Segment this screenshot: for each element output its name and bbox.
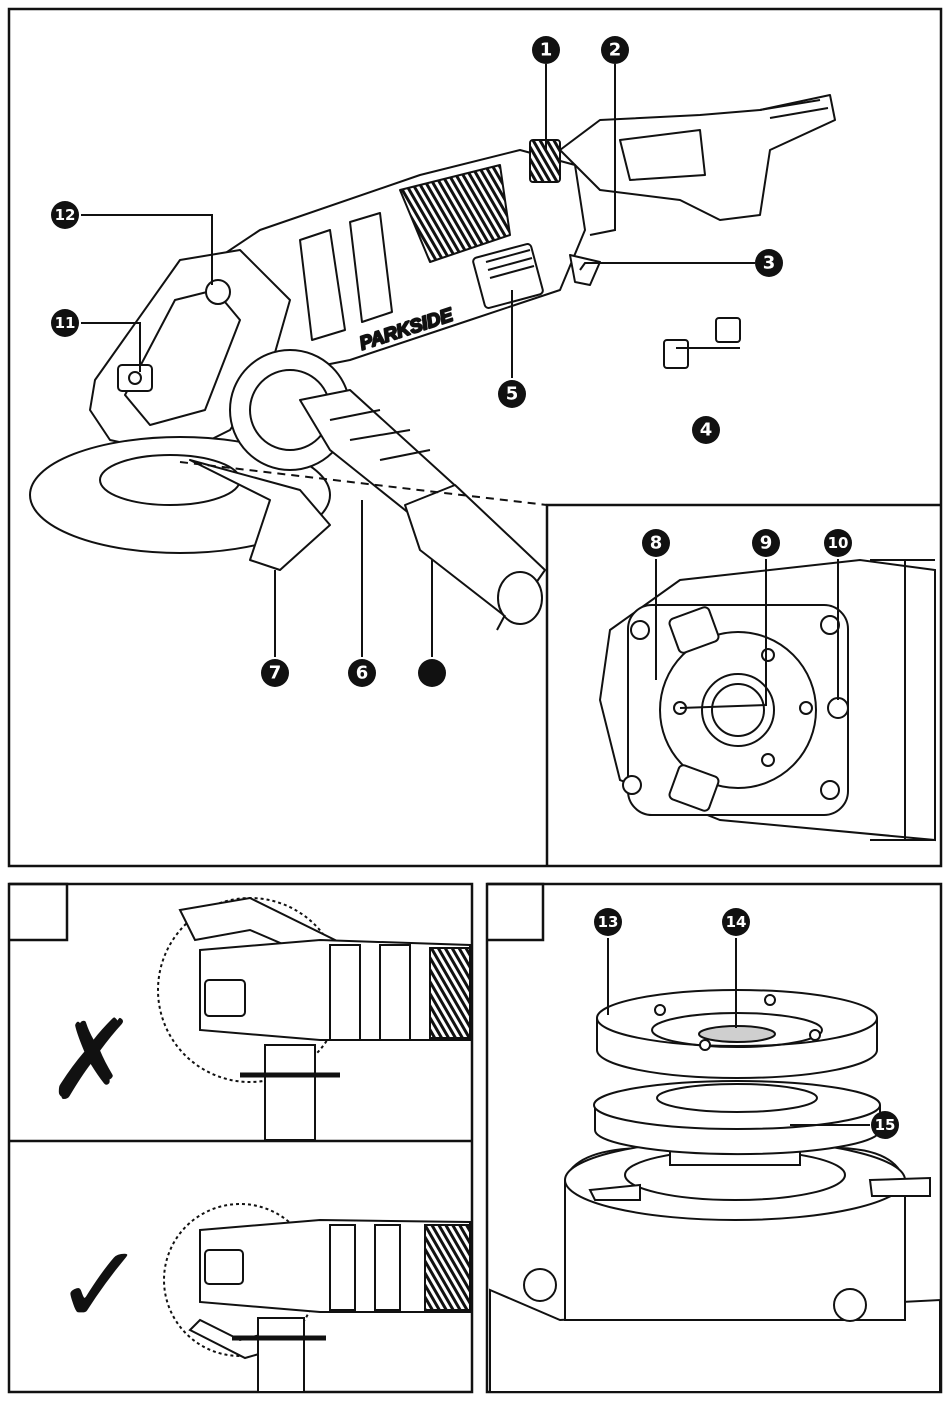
threaded-hole-right	[800, 702, 812, 714]
angle-grinder-drawing: PARKSIDE	[30, 95, 835, 630]
flange-nut-thread	[699, 1026, 775, 1042]
callout-4: 4	[692, 416, 720, 444]
callout-14-label: 14	[726, 913, 747, 931]
panel-a-drawings: ✗ ✓	[46, 898, 470, 1392]
callout-4-label: 4	[700, 420, 713, 441]
nut-hole-3	[810, 1030, 820, 1040]
callout-15: 15	[871, 1111, 899, 1139]
panel-b-drawings	[490, 990, 940, 1392]
spindle-lock-button	[206, 280, 230, 304]
callout-5-label: 5	[506, 384, 519, 405]
callout-1-label: 1	[540, 40, 553, 61]
callout-6: 6	[348, 659, 376, 687]
flange-detail	[600, 560, 935, 840]
callout-6-label: 6	[356, 663, 369, 684]
callout-unlabeled-dot	[418, 659, 446, 687]
right-lock-switch	[205, 1250, 243, 1284]
callout-9-label: 9	[760, 533, 773, 554]
right-aux-handle	[258, 1318, 304, 1392]
callout-13-label: 13	[598, 913, 619, 931]
nut-hole-1	[655, 1005, 665, 1015]
callout-12: 12	[51, 201, 79, 229]
callout-14: 14	[722, 908, 750, 936]
screw-top-left	[631, 621, 649, 639]
callout-12-label: 12	[55, 206, 76, 224]
callout-5: 5	[498, 380, 526, 408]
disc-hub	[100, 455, 240, 505]
callout-9: 9	[752, 529, 780, 557]
callout-13: 13	[594, 908, 622, 936]
carbon-brush-b	[716, 318, 740, 342]
handle-pin	[497, 615, 505, 630]
threaded-hole-top	[762, 649, 774, 661]
screw-left	[524, 1269, 556, 1301]
callout-2: 2	[601, 36, 629, 64]
callout-8: 8	[642, 529, 670, 557]
wrong-lock-switch	[205, 980, 245, 1016]
inner-flange	[594, 1081, 880, 1129]
callout-10: 10	[824, 529, 852, 557]
callout-10-label: 10	[828, 534, 849, 552]
callout-1: 1	[532, 36, 560, 64]
wrong-vents	[430, 948, 470, 1038]
wrong-mark: ✗	[46, 996, 138, 1124]
screw-bottom-left	[623, 776, 641, 794]
nut-hole-4	[700, 1040, 710, 1050]
screw-bottom-right	[821, 781, 839, 799]
nut-hole-2	[765, 995, 775, 1005]
screw-top-right	[821, 616, 839, 634]
lock-switch-dot	[129, 372, 141, 384]
right-vents	[425, 1225, 470, 1310]
screw-right	[834, 1289, 866, 1321]
threaded-hole-bottom	[762, 754, 774, 766]
callout-15-label: 15	[875, 1116, 896, 1134]
callout-2-label: 2	[609, 40, 622, 61]
panel-b-tab	[487, 884, 543, 940]
callout-8-label: 8	[650, 533, 663, 554]
leader-3	[580, 263, 755, 270]
right-mark: ✓	[54, 1221, 146, 1349]
handle-grip-panel	[620, 130, 705, 180]
callout-11-label: 11	[55, 314, 76, 332]
callout-11: 11	[51, 309, 79, 337]
wrong-aux-handle	[265, 1045, 315, 1140]
callout-7-label: 7	[269, 663, 282, 684]
panel-a-tab	[9, 884, 67, 940]
callout-7: 7	[261, 659, 289, 687]
guard-fixing-hole	[828, 698, 848, 718]
callout-3: 3	[755, 249, 783, 277]
on-off-trigger	[570, 255, 600, 285]
carbon-brush-a	[664, 340, 688, 368]
callout-3-label: 3	[763, 253, 776, 274]
callout-blank	[418, 659, 446, 687]
